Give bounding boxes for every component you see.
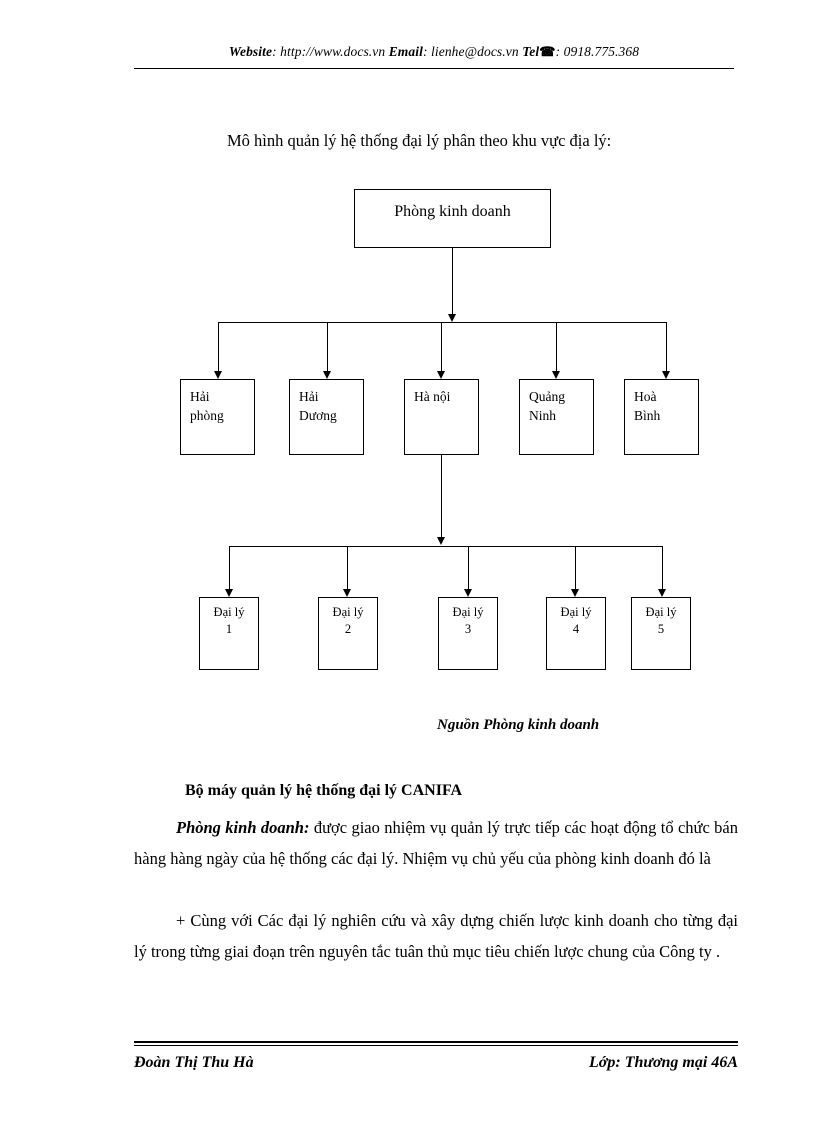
node-region-4-line1: Quảng bbox=[529, 389, 565, 404]
node-region-1-label: Hải phòng bbox=[181, 387, 263, 425]
footer-divider-thick bbox=[134, 1041, 738, 1043]
node-region-2-line1: Hải bbox=[299, 389, 319, 404]
footer-class: Lớp: Thương mại 46A bbox=[589, 1054, 738, 1071]
node-hoa-binh: Hoà Bình bbox=[624, 379, 699, 455]
node-region-4-label: Quảng Ninh bbox=[520, 387, 602, 425]
header-website-value: : http://www.docs.vn bbox=[272, 44, 386, 59]
connector-arrow-region-3 bbox=[436, 371, 445, 379]
connector-root-arrow bbox=[447, 314, 456, 322]
connector-drop-region-2 bbox=[327, 322, 328, 371]
page-header: Website: http://www.docs.vn Email: lienh… bbox=[134, 44, 734, 60]
connector-drop-region-3 bbox=[441, 322, 442, 371]
phone-icon: ☎ bbox=[539, 44, 556, 59]
node-region-3-label: Hà nội bbox=[405, 387, 487, 406]
node-dai-ly-1: Đại lý 1 bbox=[199, 597, 259, 670]
connector-arrow-agent-3 bbox=[463, 589, 472, 597]
connector-hanoi-arrow bbox=[436, 537, 445, 545]
diagram-intro-text: Mô hình quản lý hệ thống đại lý phân the… bbox=[227, 131, 612, 150]
node-region-2-line2: Dương bbox=[299, 408, 337, 424]
connector-arrow-agent-2 bbox=[342, 589, 351, 597]
node-hai-duong: Hải Dương bbox=[289, 379, 364, 455]
node-region-1-line1: Hải bbox=[190, 389, 210, 404]
node-region-5-label: Hoà Bình bbox=[625, 387, 707, 425]
connector-hanoi-stem bbox=[441, 455, 442, 537]
connector-drop-region-1 bbox=[218, 322, 219, 371]
connector-arrow-region-1 bbox=[213, 371, 222, 379]
header-email-value: : lienhe@docs.vn bbox=[422, 44, 519, 59]
node-phong-kinh-doanh: Phòng kinh doanh bbox=[354, 189, 551, 248]
paragraph-1-lead: Phòng kinh doanh: bbox=[176, 818, 310, 837]
footer-divider-thin bbox=[134, 1045, 738, 1046]
header-divider bbox=[134, 68, 734, 69]
node-agent-4-line1: Đại lý bbox=[560, 605, 592, 619]
node-region-1-line2: phòng bbox=[190, 408, 224, 424]
node-agent-1-line1: Đại lý bbox=[213, 605, 245, 619]
node-quang-ninh: Quảng Ninh bbox=[519, 379, 594, 455]
header-tel-label: Tel bbox=[522, 44, 540, 59]
connector-drop-agent-1 bbox=[229, 546, 230, 589]
node-region-5-line1: Hoà bbox=[634, 389, 657, 404]
paragraph-phong-kinh-doanh: Phòng kinh doanh: được giao nhiệm vụ quả… bbox=[134, 812, 738, 874]
node-ha-noi: Hà nội bbox=[404, 379, 479, 455]
node-agent-2-line1: Đại lý bbox=[332, 605, 364, 619]
node-dai-ly-2: Đại lý 2 bbox=[318, 597, 378, 670]
node-agent-2-label: Đại lý 2 bbox=[319, 604, 377, 639]
connector-arrow-agent-4 bbox=[570, 589, 579, 597]
node-region-2-label: Hải Dương bbox=[290, 387, 372, 425]
node-root-label: Phòng kinh doanh bbox=[394, 203, 511, 220]
header-tel-value: : 0918.775.368 bbox=[555, 44, 640, 59]
connector-drop-region-5 bbox=[666, 322, 667, 371]
node-agent-4-line2: 4 bbox=[572, 622, 580, 637]
node-agent-1-line2: 1 bbox=[225, 622, 233, 637]
connector-arrow-region-5 bbox=[661, 371, 670, 379]
header-email-label: Email bbox=[388, 44, 423, 59]
connector-arrow-agent-5 bbox=[657, 589, 666, 597]
connector-arrow-agent-1 bbox=[224, 589, 233, 597]
node-region-3-line1: Hà nội bbox=[414, 389, 451, 404]
node-region-4-line2: Ninh bbox=[529, 408, 556, 424]
footer-author: Đoàn Thị Thu Hà bbox=[134, 1054, 254, 1071]
page-footer: Đoàn Thị Thu Hà Lớp: Thương mại 46A bbox=[134, 1054, 738, 1072]
node-agent-3-line2: 3 bbox=[464, 622, 472, 637]
node-region-5-line2: Bình bbox=[634, 408, 661, 424]
paragraph-chien-luoc: + Cùng với Các đại lý nghiên cứu và xây … bbox=[134, 911, 738, 961]
diagram-source-caption: Nguồn Phòng kinh doanh bbox=[437, 717, 600, 733]
connector-drop-region-4 bbox=[556, 322, 557, 371]
paragraph-1-body: được giao nhiệm vụ quản lý trực tiếp các… bbox=[134, 818, 738, 868]
node-agent-5-label: Đại lý 5 bbox=[632, 604, 690, 639]
node-hai-phong: Hải phòng bbox=[180, 379, 255, 455]
node-agent-3-line1: Đại lý bbox=[452, 605, 484, 619]
connector-bus-agents bbox=[229, 546, 662, 547]
connector-drop-agent-5 bbox=[662, 546, 663, 589]
node-dai-ly-4: Đại lý 4 bbox=[546, 597, 606, 670]
connector-drop-agent-2 bbox=[347, 546, 348, 589]
connector-bus-regions bbox=[218, 322, 666, 323]
connector-arrow-region-2 bbox=[322, 371, 331, 379]
node-agent-1-label: Đại lý 1 bbox=[200, 604, 258, 639]
node-agent-5-line1: Đại lý bbox=[645, 605, 677, 619]
node-agent-2-line2: 2 bbox=[344, 622, 352, 637]
node-agent-5-line2: 5 bbox=[657, 622, 665, 637]
page-bottom-edge bbox=[0, 1120, 816, 1123]
section-heading: Bộ máy quản lý hệ thống đại lý CANIFA bbox=[185, 782, 463, 799]
connector-drop-agent-4 bbox=[575, 546, 576, 589]
connector-root-stem bbox=[452, 248, 453, 314]
connector-drop-agent-3 bbox=[468, 546, 469, 589]
node-agent-4-label: Đại lý 4 bbox=[547, 604, 605, 639]
connector-arrow-region-4 bbox=[551, 371, 560, 379]
node-dai-ly-3: Đại lý 3 bbox=[438, 597, 498, 670]
node-dai-ly-5: Đại lý 5 bbox=[631, 597, 691, 670]
node-agent-3-label: Đại lý 3 bbox=[439, 604, 497, 639]
header-website-label: Website bbox=[228, 44, 273, 59]
